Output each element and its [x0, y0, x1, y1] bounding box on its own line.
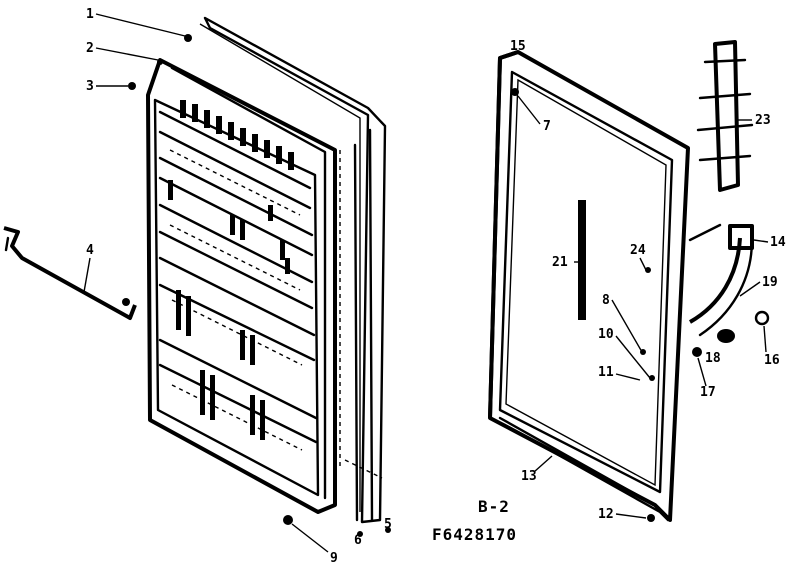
callout-4: 4: [86, 243, 94, 258]
section-label: B-2: [478, 497, 510, 516]
callout-19: 19: [762, 275, 778, 290]
callout-23: 23: [755, 113, 771, 128]
door-panel: [146, 58, 337, 514]
figure-caption: B-2 F6428170: [432, 497, 517, 544]
callout-10: 10: [598, 327, 614, 342]
callout-15: 15: [510, 39, 526, 54]
hinge-strip: [713, 40, 740, 192]
hinge-arm: [689, 237, 742, 324]
door-handle: [3, 226, 137, 320]
callout-5: 5: [384, 517, 392, 532]
callout-24: 24: [630, 243, 646, 258]
gasket-strip-6: [353, 143, 359, 522]
door-frame-assembly: [488, 50, 690, 522]
callout-8: 8: [602, 293, 610, 308]
callout-7: 7: [543, 119, 551, 134]
callout-14: 14: [770, 235, 786, 250]
callout-13: 13: [521, 469, 537, 484]
center-bar: [578, 200, 586, 320]
callout-9: 9: [330, 551, 338, 564]
callout-2: 2: [86, 41, 94, 56]
gasket-strip-5: [368, 128, 374, 522]
door-shelves: [158, 110, 318, 451]
callout-16: 16: [764, 353, 780, 368]
callout-18: 18: [705, 351, 721, 366]
right-callouts: 7 21 24 8 10 11 13 12 23 14 19 16 18 17 …: [510, 39, 786, 522]
left-callouts: 1 2 3 4 9 6 5: [83, 7, 392, 564]
callout-1: 1: [86, 7, 94, 22]
door-liner-assembly: [3, 16, 391, 537]
callout-17: 17: [700, 385, 716, 400]
bin-slots: [168, 180, 290, 440]
callout-21: 21: [552, 255, 568, 270]
callout-11: 11: [598, 365, 614, 380]
callout-3: 3: [86, 79, 94, 94]
hinge-assembly: [688, 40, 770, 357]
hinge-block: [728, 224, 754, 250]
egg-tray: [180, 100, 294, 170]
callout-12: 12: [598, 507, 614, 522]
callout-6: 6: [354, 533, 362, 548]
figure-number: F6428170: [432, 525, 517, 544]
door-gasket: [203, 16, 387, 524]
